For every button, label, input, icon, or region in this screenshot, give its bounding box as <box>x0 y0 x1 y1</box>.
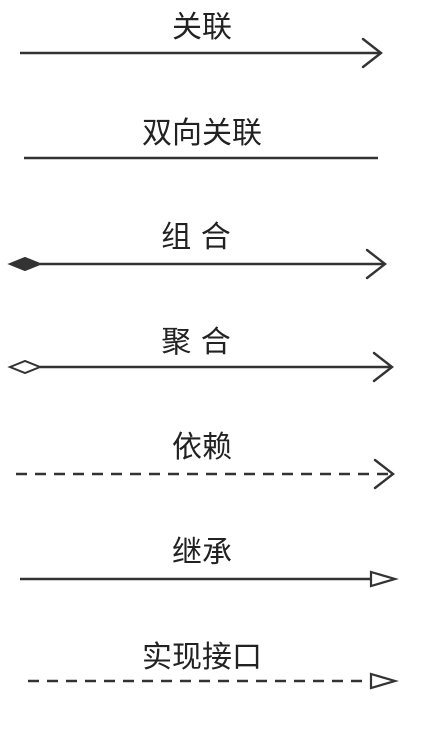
dependency-arrowhead <box>373 458 395 490</box>
label-dependency: 依赖 <box>172 430 232 465</box>
aggregation-start-diamond <box>7 359 43 375</box>
label-composition: 组 合 <box>161 220 231 255</box>
label-bidirectional-association: 双向关联 <box>142 116 262 151</box>
label-interface-realization: 实现接口 <box>142 640 262 675</box>
label-aggregation: 聚 合 <box>161 325 231 360</box>
label-association: 关联 <box>172 10 232 45</box>
composition-arrowhead <box>365 248 387 280</box>
inheritance-triangle-head <box>369 570 399 588</box>
label-inheritance: 继承 <box>172 535 232 570</box>
composition-start-diamond <box>7 256 43 272</box>
association-arrowhead <box>361 37 383 69</box>
aggregation-arrowhead <box>372 351 394 383</box>
interface-realization-triangle-head <box>369 672 399 690</box>
